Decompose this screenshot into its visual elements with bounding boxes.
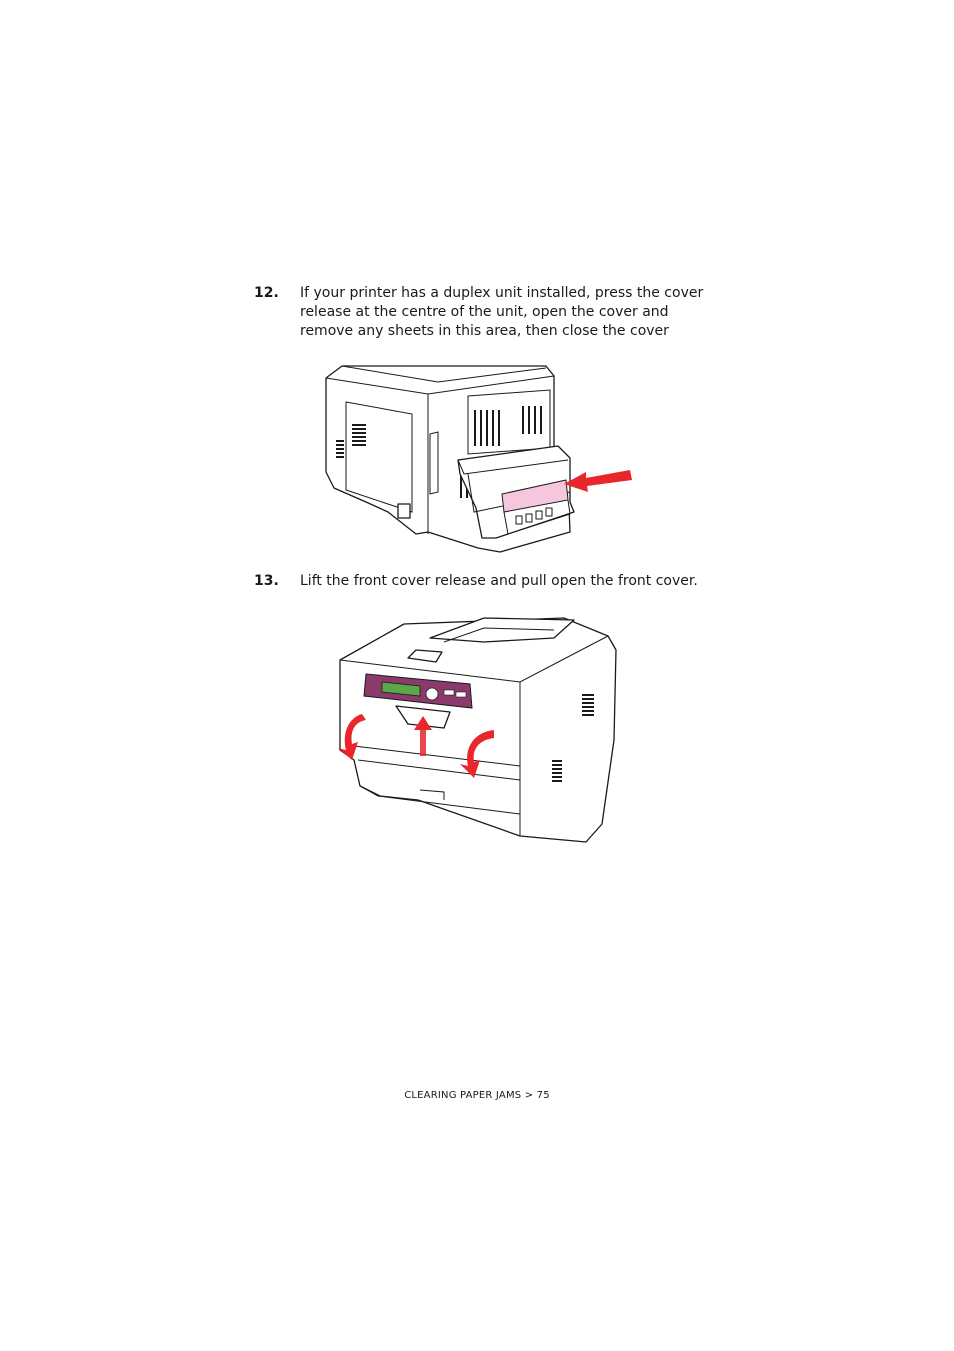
- step-text: Lift the front cover release and pull op…: [300, 573, 698, 589]
- step-number: 13.: [254, 573, 279, 589]
- page-footer: CLEARING PAPER JAMS > 75: [404, 1090, 550, 1101]
- step-number: 12.: [254, 285, 279, 301]
- duplex-unit-illustration: [318, 362, 634, 554]
- step-text: If your printer has a duplex unit instal…: [300, 285, 704, 339]
- front-cover-illustration: [334, 610, 620, 846]
